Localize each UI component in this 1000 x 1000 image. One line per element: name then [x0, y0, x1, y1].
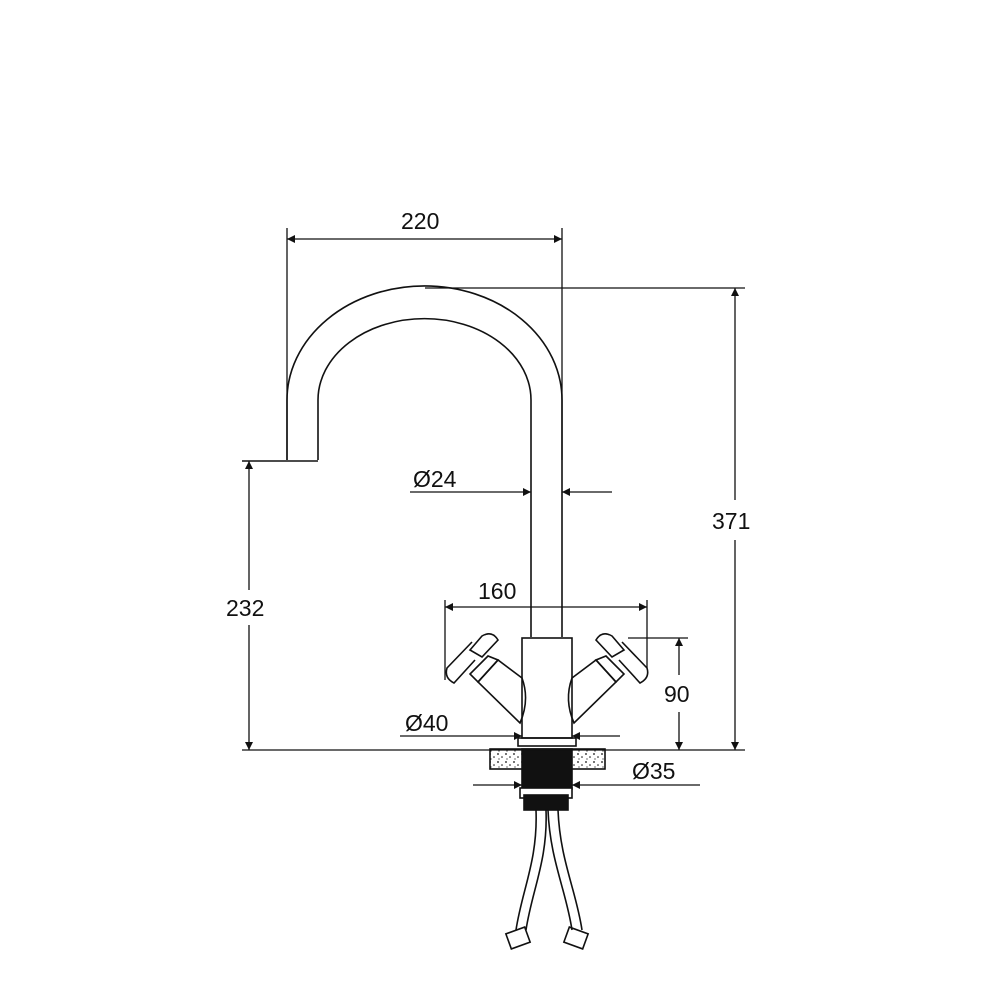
base-diameter-label: Ø40 [405, 710, 449, 736]
left-handle [445, 632, 527, 725]
right-handle [567, 632, 649, 725]
faucet-body [242, 285, 649, 950]
handle-span-label: 160 [478, 578, 517, 604]
shank-diameter-label: Ø35 [632, 758, 676, 784]
spout-reach-label: 220 [401, 208, 440, 234]
spout-diameter-label: Ø24 [413, 466, 457, 492]
spout-outlet-height-label: 232 [226, 595, 265, 621]
dimension-lines [242, 228, 745, 789]
handle-height-label: 90 [664, 681, 690, 707]
total-height-label: 371 [712, 508, 751, 534]
